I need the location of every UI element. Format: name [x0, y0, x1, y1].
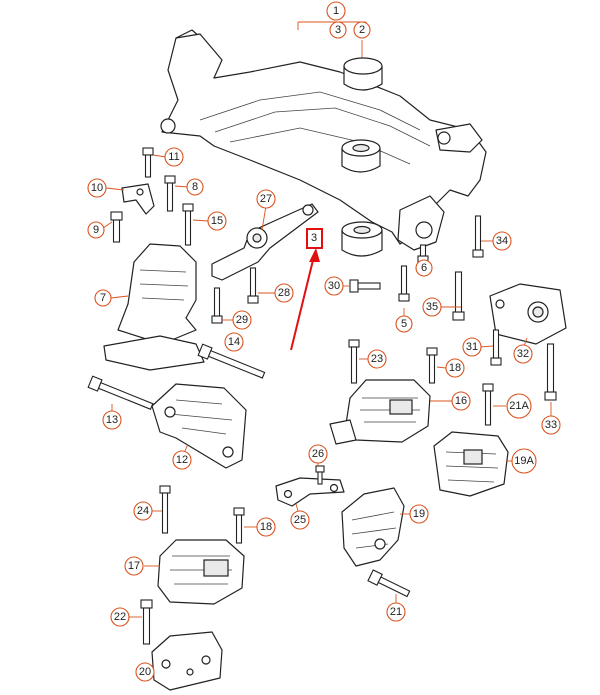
- callout-8: 8: [186, 178, 204, 196]
- svg-text:2: 2: [359, 24, 365, 36]
- callout-28: 28: [274, 283, 294, 303]
- bolts: [110, 147, 557, 645]
- callout-29: 29: [232, 310, 252, 330]
- svg-text:9: 9: [93, 224, 99, 236]
- callout-6: 6: [415, 259, 433, 277]
- engine-mount-17: [157, 539, 245, 605]
- bracket-12: [151, 383, 247, 469]
- bushing-upper: [343, 57, 383, 91]
- svg-text:18: 18: [260, 521, 272, 533]
- callout-35: 35: [422, 297, 442, 317]
- bracket-10: [121, 183, 155, 215]
- callout-19A: 19A: [511, 448, 537, 474]
- svg-text:11: 11: [168, 151, 179, 163]
- svg-text:17: 17: [128, 560, 140, 572]
- callout-30: 30: [324, 276, 344, 296]
- callout-23: 23: [367, 349, 387, 369]
- svg-text:7: 7: [100, 292, 106, 304]
- svg-text:34: 34: [496, 235, 508, 247]
- callout-34: 34: [492, 231, 512, 251]
- callout-24: 24: [133, 501, 153, 521]
- callout-2: 2: [353, 21, 371, 39]
- svg-text:28: 28: [278, 287, 290, 299]
- callout-25: 25: [290, 510, 310, 530]
- callout-26: 26: [308, 444, 328, 464]
- callout-3-top: 3: [329, 21, 347, 39]
- callout-19: 19: [409, 504, 429, 524]
- callout-15: 15: [207, 211, 227, 231]
- callout-16: 16: [451, 391, 471, 411]
- callout-9: 9: [87, 221, 105, 239]
- svg-text:24: 24: [137, 505, 149, 517]
- callout-13: 13: [102, 410, 122, 430]
- callout-11: 11: [164, 147, 184, 167]
- callout-5: 5: [395, 315, 413, 333]
- bracket-25: [275, 477, 345, 507]
- svg-text:20: 20: [139, 666, 151, 678]
- callout-17: 17: [124, 556, 144, 576]
- svg-text:10: 10: [91, 182, 103, 194]
- callout-10: 10: [87, 178, 107, 198]
- callout-18-lower: 18: [256, 517, 276, 537]
- engine-mount-16: [329, 379, 431, 445]
- svg-text:23: 23: [371, 353, 383, 365]
- bushing-3-highlighted: [341, 221, 383, 257]
- highlight-annotation: [290, 228, 323, 351]
- svg-text:22: 22: [114, 611, 126, 623]
- svg-text:18: 18: [449, 362, 461, 374]
- bushing-middle: [341, 139, 381, 173]
- svg-text:5: 5: [401, 318, 407, 330]
- svg-text:31: 31: [466, 341, 478, 353]
- highlight-arrow-shaft: [290, 255, 315, 351]
- highlight-arrow-head: [309, 248, 320, 262]
- bracket-32: [489, 283, 567, 345]
- svg-text:35: 35: [426, 301, 438, 313]
- callout-27: 27: [256, 189, 276, 209]
- svg-text:30: 30: [328, 280, 340, 292]
- callout-18-upper: 18: [445, 358, 465, 378]
- svg-text:12: 12: [176, 454, 188, 466]
- bracket-20: [151, 631, 223, 691]
- svg-text:19: 19: [413, 508, 425, 520]
- svg-text:19A: 19A: [514, 455, 534, 467]
- svg-text:16: 16: [455, 395, 467, 407]
- torque-rod: [211, 203, 319, 281]
- callout-21A: 21A: [506, 393, 532, 419]
- engine-mount-19A: [433, 431, 509, 497]
- highlight-box: [306, 228, 323, 249]
- svg-text:14: 14: [228, 336, 240, 348]
- diagonal-bolts: [87, 343, 411, 598]
- svg-text:33: 33: [545, 419, 557, 431]
- svg-text:26: 26: [312, 448, 324, 460]
- svg-text:8: 8: [192, 181, 198, 193]
- callout-21: 21: [386, 602, 406, 622]
- callout-31: 31: [462, 337, 482, 357]
- svg-text:29: 29: [236, 314, 248, 326]
- svg-text:32: 32: [517, 348, 529, 360]
- svg-text:21A: 21A: [509, 400, 529, 412]
- callout-20: 20: [135, 662, 155, 682]
- svg-text:3: 3: [335, 24, 341, 36]
- svg-text:3: 3: [311, 232, 317, 244]
- callout-1: 1: [326, 1, 346, 21]
- svg-text:6: 6: [421, 262, 427, 274]
- subframe: [160, 29, 487, 251]
- svg-text:27: 27: [260, 193, 272, 205]
- engine-mount-left: [103, 243, 205, 371]
- svg-text:1: 1: [333, 5, 339, 17]
- svg-text:13: 13: [106, 414, 118, 426]
- callout-33: 33: [541, 415, 561, 435]
- callout-12: 12: [172, 450, 192, 470]
- callout-32: 32: [513, 344, 533, 364]
- callout-3-highlighted: 3: [311, 232, 317, 244]
- bracket-19: [341, 487, 405, 567]
- callout-22: 22: [110, 607, 130, 627]
- callout-7: 7: [94, 289, 112, 307]
- callout-14: 14: [224, 332, 244, 352]
- svg-text:21: 21: [390, 606, 402, 618]
- svg-text:15: 15: [211, 215, 223, 227]
- svg-text:25: 25: [294, 514, 306, 526]
